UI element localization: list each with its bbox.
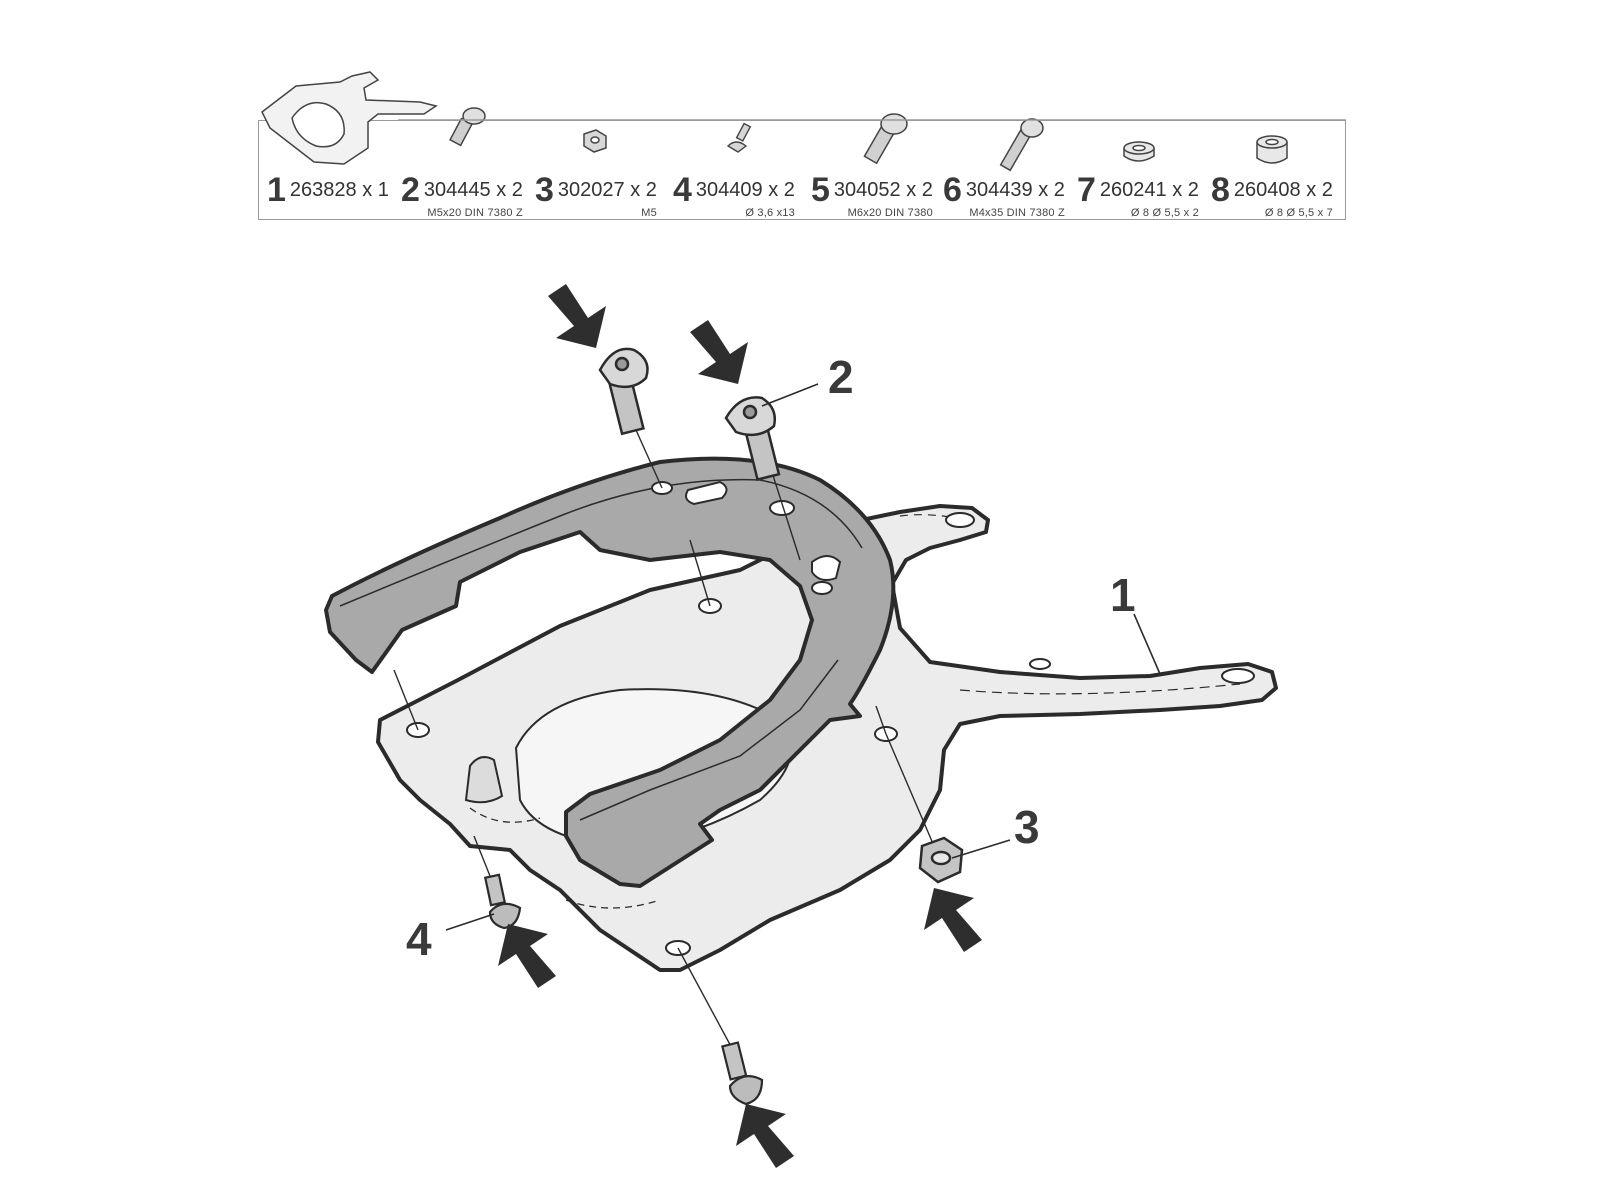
thumbnail-bolt-m4x35-icon xyxy=(999,118,1044,172)
part-code: 260408 x 2 xyxy=(1233,179,1333,201)
bolt-right xyxy=(724,396,781,482)
callout-3-leader xyxy=(951,839,1011,859)
callout-4-leader xyxy=(445,913,495,931)
part-spec: M4x35 DIN 7380 Z xyxy=(969,207,1065,219)
arrow-down-left-icon xyxy=(548,284,606,348)
part-number: 8 xyxy=(1211,171,1230,209)
arrow-down-right-icon xyxy=(690,320,748,384)
grey-bracket xyxy=(324,456,896,888)
callout-1: 1 xyxy=(1110,569,1136,621)
part-number: 7 xyxy=(1077,171,1096,209)
bolt-left xyxy=(598,347,649,436)
thumbnail-bolt-m6x20-icon xyxy=(863,113,908,165)
nut xyxy=(918,836,964,884)
arrow-up-screw-left-icon xyxy=(498,924,556,988)
thumbnail-washer-2-icon xyxy=(1123,141,1155,162)
callout-4: 4 xyxy=(406,913,432,965)
part-number: 2 xyxy=(401,171,420,209)
arrow-up-nut-icon xyxy=(924,888,982,952)
screw-bottom xyxy=(721,1041,764,1106)
screw-left xyxy=(483,873,522,930)
part-code: 302027 x 2 xyxy=(557,179,657,201)
part-spec: M5 xyxy=(641,207,657,219)
part-number: 1 xyxy=(267,171,286,209)
callout-2-leader xyxy=(761,383,819,407)
part-number: 5 xyxy=(811,171,830,209)
part-spec: Ø 8 Ø 5,5 x 7 xyxy=(1264,207,1333,219)
part-code: 263828 x 1 xyxy=(289,179,389,201)
thumbnail-nut-m5-icon xyxy=(583,129,607,153)
arrow-up-screw-bottom-icon xyxy=(736,1104,794,1168)
part-spec: Ø 3,6 x13 xyxy=(745,207,795,219)
part-code: 304052 x 2 xyxy=(833,179,933,201)
part-code: 304445 x 2 xyxy=(423,179,523,201)
part-code: 304409 x 2 xyxy=(695,179,795,201)
part-code: 304439 x 2 xyxy=(965,179,1065,201)
part-code: 260241 x 2 xyxy=(1099,179,1199,201)
callout-1-leader xyxy=(1133,613,1161,675)
part-spec: M6x20 DIN 7380 xyxy=(847,207,933,219)
thumbnail-spacer-7-icon xyxy=(1256,135,1288,164)
part-number: 3 xyxy=(535,171,554,209)
thumbnail-screw-3-6-icon xyxy=(726,122,752,153)
callout-3: 3 xyxy=(1014,801,1040,853)
thumbnail-bolt-m5x20-icon xyxy=(449,107,486,147)
thumbnail-plate-icon xyxy=(261,71,438,165)
assembly-lines xyxy=(393,429,935,1053)
part-number: 4 xyxy=(673,171,692,209)
part-number: 6 xyxy=(943,171,962,209)
callout-2: 2 xyxy=(828,351,854,403)
part-spec: M5x20 DIN 7380 Z xyxy=(427,207,523,219)
part-spec: Ø 8 Ø 5,5 x 2 xyxy=(1130,207,1199,219)
